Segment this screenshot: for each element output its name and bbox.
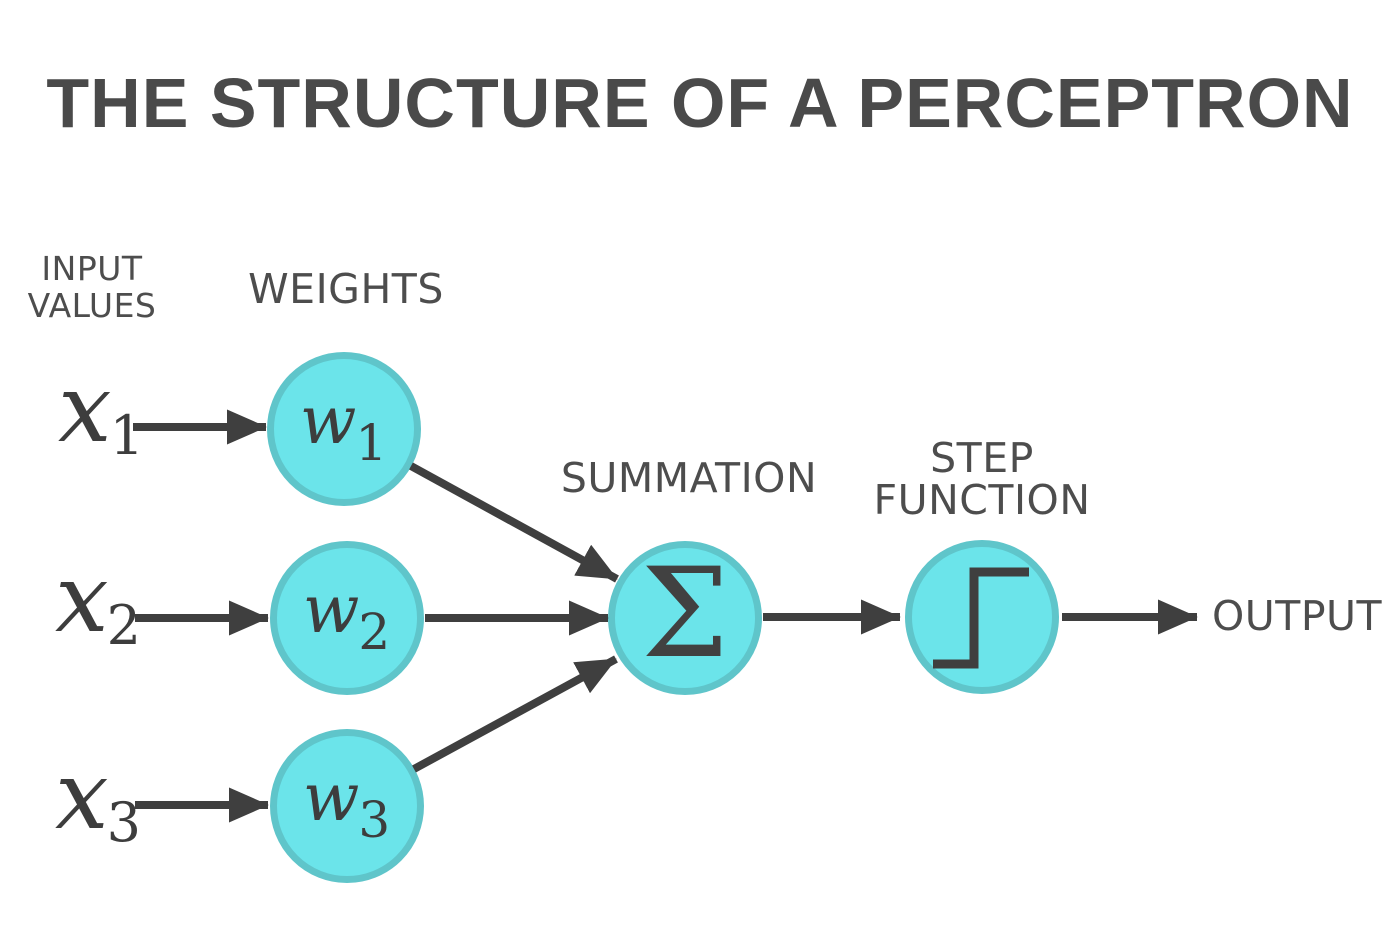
input-subscript: 2 [106,594,141,657]
summation-node: Σ [608,541,762,695]
label-step-function: STEP FUNCTION [874,437,1091,521]
weight-label-w2: w2 [303,577,391,658]
weight-label-w1: w1 [300,388,388,469]
label-input-values-line2: VALUES [27,286,157,325]
weight-symbol: w [302,759,360,836]
weight-subscript: 3 [358,791,391,849]
weight-symbol: w [302,571,360,648]
input-value-x1: x1 [58,362,146,463]
weight-label-w3: w3 [303,765,391,846]
input-symbol: x [55,741,109,851]
weight-node-w2: w2 [270,541,424,695]
input-subscript: 3 [106,791,141,854]
page-title: THE STRUCTURE OF A PERCEPTRON [46,64,1354,142]
input-value-x2: x2 [55,552,143,653]
label-summation: SUMMATION [560,454,818,502]
weight-symbol: w [299,382,357,459]
input-symbol: x [55,544,109,654]
label-input-values: INPUT VALUES [28,250,157,324]
step-function-node [905,540,1059,694]
input-symbol: x [58,354,112,464]
weight-subscript: 2 [358,603,391,661]
input-subscript: 1 [109,404,144,467]
label-input-values-line1: INPUT [41,249,143,288]
label-weights: WEIGHTS [248,265,444,313]
weight-node-w1: w1 [267,352,421,506]
weight-subscript: 1 [355,414,388,472]
sigma-symbol: Σ [641,542,729,686]
label-output: OUTPUT [1212,592,1383,640]
arrow-w3-to-summation [412,655,618,773]
label-step-function-line2: FUNCTION [873,476,1091,524]
label-step-function-line1: STEP [930,434,1034,482]
weight-node-w3: w3 [270,729,424,883]
input-value-x3: x3 [55,749,143,850]
